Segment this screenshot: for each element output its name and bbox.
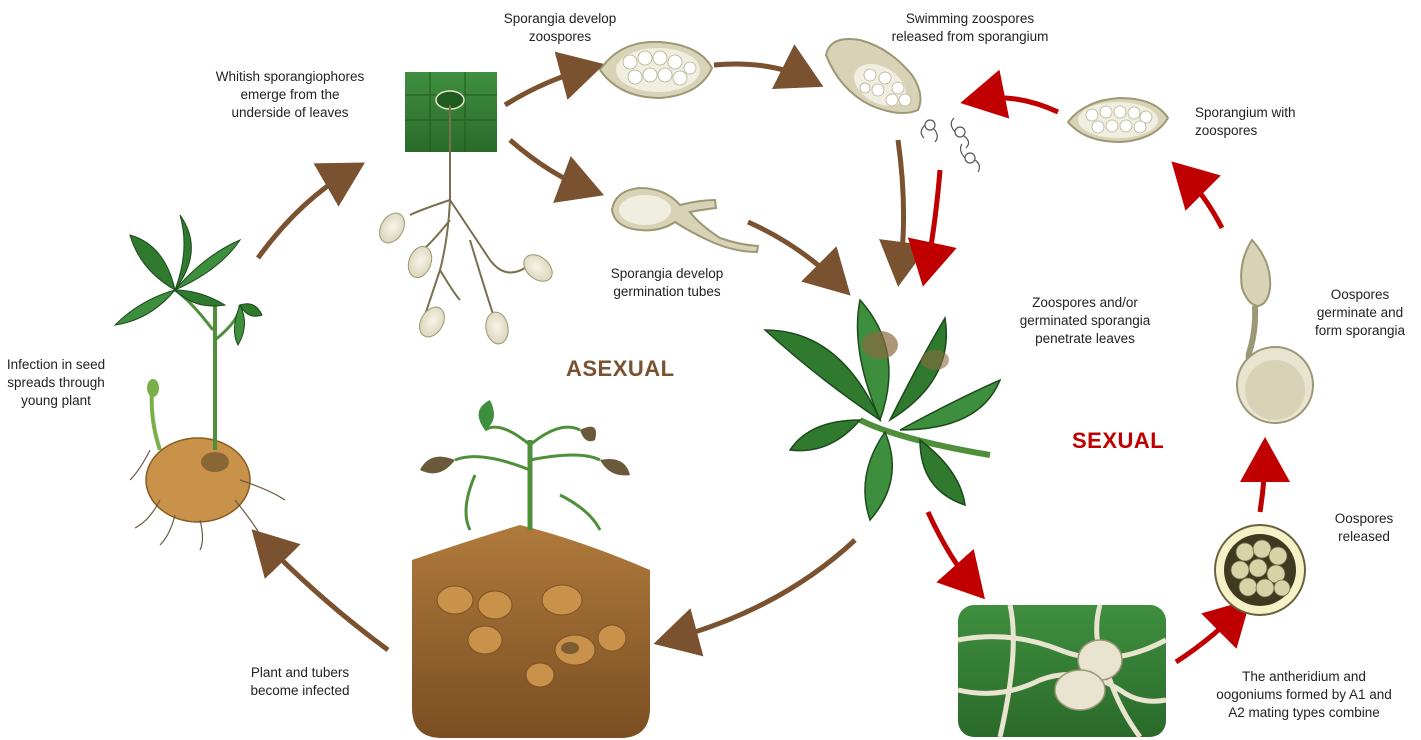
arrow-sporangiophores-to-germtubes [510,140,590,190]
label-seed-infection: Infection in seed spreads through young … [0,356,112,410]
mating-illustration [958,605,1166,737]
label-oospores-released: Oospores released [1314,510,1414,546]
germinating-oospore-illustration [1237,240,1313,423]
sexual-heading: SEXUAL [1072,428,1164,454]
arrow-swimming-to-leaves-brown [898,140,904,272]
label-mating-types: The antheridium and oogoniums formed by … [1190,668,1418,722]
infected-tubers-illustration [412,400,650,738]
arrow-leaves-to-tubers [668,540,855,640]
arrow-germinate-to-sporangium [1182,172,1222,228]
seed-potato-illustration [115,215,285,550]
label-sporangium-with-zoospores: Sporangium with zoospores [1195,104,1315,140]
arrow-plant-to-sporangiophores [258,170,352,258]
germ-tube-illustration [612,188,758,252]
label-sporangiophores: Whitish sporangiophores emerge from the … [190,68,390,122]
label-oospores-germinate: Oospores germinate and form sporangia [1304,286,1416,340]
sporangium-zoospores-illustration [600,42,712,98]
infected-leaves-illustration [765,300,1000,520]
label-plant-tubers-infected: Plant and tubers become infected [230,664,370,700]
label-swimming-zoospores: Swimming zoospores released from sporang… [855,10,1085,46]
label-penetrate-leaves: Zoospores and/or germinated sporangia pe… [995,294,1175,348]
swimming-zoospores-illustration [826,39,979,172]
label-sporangia-zoospores: Sporangia develop zoospores [490,10,630,46]
arrow-tubers-to-seed [262,540,388,650]
asexual-heading: ASEXUAL [566,356,675,382]
label-germination-tubes: Sporangia develop germination tubes [592,265,742,301]
sporangiophore-illustration [374,72,557,346]
arrow-germtube-to-leaves [748,222,840,285]
arrow-sporangium-to-swimming [975,98,1058,112]
oospore-illustration [1215,525,1305,615]
arrow-sporangiophores-to-zoospores [505,68,590,105]
arrow-released-to-germinate [1260,452,1265,512]
arrow-swimming-to-leaves-red [926,170,940,272]
arrow-zoospores-to-swimming [714,64,810,80]
arrow-mating-to-oospores [1176,610,1240,662]
sexual-arrows [926,98,1265,662]
arrow-leaves-to-mating [928,512,975,588]
sporangium-right-illustration [1068,98,1168,142]
